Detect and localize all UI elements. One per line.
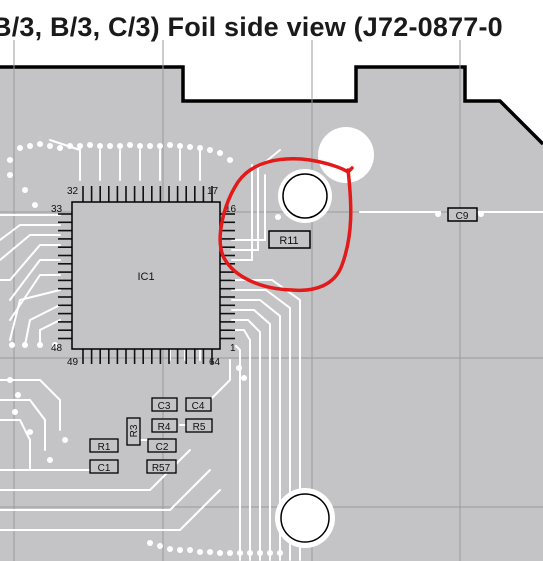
mounting-hole-top xyxy=(278,169,332,223)
component-c2: C2 xyxy=(147,438,177,453)
component-r1: R1 xyxy=(89,438,119,453)
ic1-label: IC1 xyxy=(137,271,154,283)
component-r11: R11 xyxy=(268,230,311,249)
highlight-circle xyxy=(218,157,354,293)
pin-label-16: 16 xyxy=(225,204,237,215)
board-outline xyxy=(0,65,543,146)
pin-label-32: 32 xyxy=(67,186,79,197)
r3-label: R3 xyxy=(129,424,140,437)
component-c4: C4 xyxy=(185,397,212,412)
mounting-hole-pad-top xyxy=(318,127,374,183)
r5-label: R5 xyxy=(193,422,206,433)
c1-label: C1 xyxy=(98,463,111,474)
component-c3: C3 xyxy=(151,397,178,412)
r11-label: R11 xyxy=(279,235,298,247)
diagram-title: B/3, B/3, C/3) Foil side view (J72-0877-… xyxy=(0,12,503,42)
component-r4: R4 xyxy=(151,418,178,433)
c2-label: C2 xyxy=(156,442,169,453)
pin-label-64: 64 xyxy=(209,357,221,368)
pin-label-17: 17 xyxy=(207,186,219,197)
component-r57: R57 xyxy=(146,459,177,474)
r57-label: R57 xyxy=(152,463,171,474)
c4-label: C4 xyxy=(192,401,205,412)
component-c1: C1 xyxy=(89,459,119,474)
component-r5: R5 xyxy=(185,418,213,433)
pin-label-49: 49 xyxy=(67,357,79,368)
c3-label: C3 xyxy=(158,401,171,412)
component-c9: C9 xyxy=(447,207,478,222)
pin-label-1: 1 xyxy=(230,343,236,354)
r4-label: R4 xyxy=(158,422,171,433)
mounting-hole-bottom xyxy=(275,488,335,548)
pin-label-33: 33 xyxy=(51,204,63,215)
pin-label-48: 48 xyxy=(51,343,63,354)
pcb-traces xyxy=(0,139,543,561)
r1-label: R1 xyxy=(98,442,111,453)
c9-label: C9 xyxy=(456,211,469,222)
ic1-package: IC1 32 17 33 16 48 1 49 64 xyxy=(51,186,237,368)
ic1-body xyxy=(71,201,221,350)
component-r3: R3 xyxy=(126,417,141,446)
